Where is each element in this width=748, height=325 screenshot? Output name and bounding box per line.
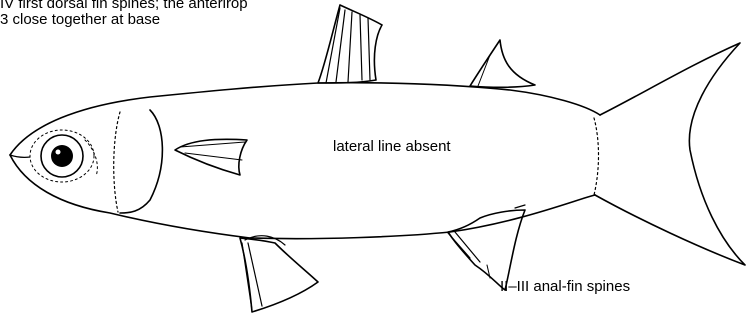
- eye-highlight: [56, 150, 61, 155]
- dorsal-fin-annotation-line2: 3 close together at base: [0, 12, 248, 28]
- caudal-fin: [595, 43, 745, 265]
- head-outline: [114, 112, 120, 212]
- mouth-line: [10, 155, 30, 157]
- gill-cover: [120, 110, 162, 213]
- anal-fin-annotation: II–III anal-fin spines: [500, 279, 630, 295]
- lateral-line-annotation: lateral line absent: [333, 139, 451, 155]
- dorsal-fin-annotation: IV first dorsal fin spines; the anterirо…: [0, 0, 248, 28]
- pelvic-fin: [240, 238, 318, 312]
- fish-body-outline: [10, 83, 600, 155]
- eye-pupil: [51, 145, 73, 167]
- caudal-fin-base: [594, 118, 599, 195]
